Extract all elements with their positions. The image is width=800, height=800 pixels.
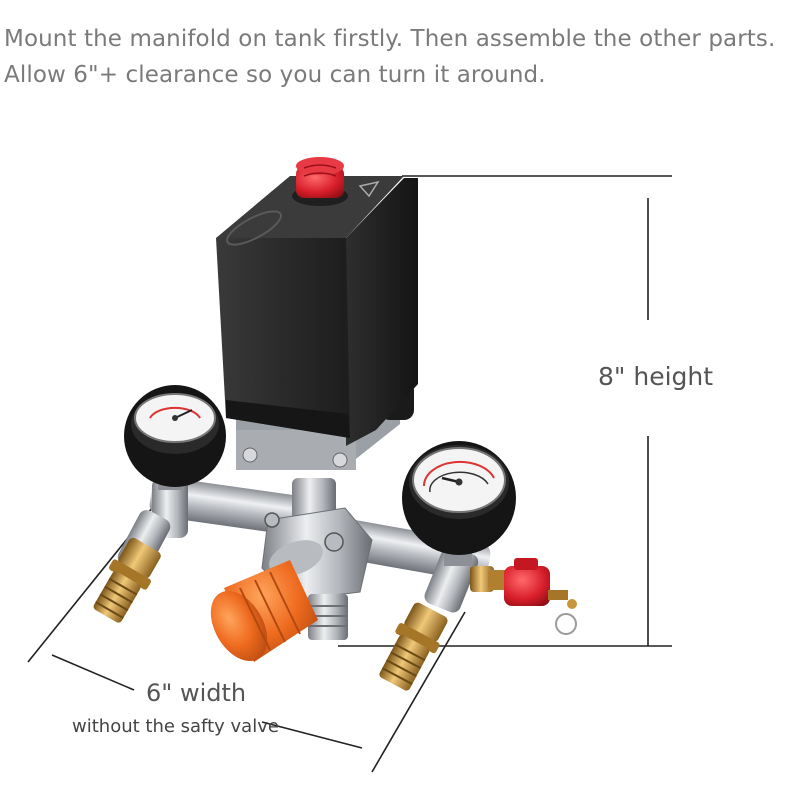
- width-dimension-note: without the safty valve: [72, 716, 279, 737]
- safety-valve: [470, 558, 577, 635]
- height-dimension-label: 8" height: [598, 362, 714, 391]
- width-dimension-label: 6" width: [146, 679, 247, 707]
- instruction-line-1: Mount the manifold on tank firstly. Then…: [4, 26, 776, 52]
- pressure-switch: [216, 157, 418, 470]
- right-pressure-gauge: [402, 441, 516, 566]
- regulator-knob: [210, 540, 323, 662]
- instruction-line-2: Allow 6"+ clearance so you can turn it a…: [4, 62, 546, 88]
- left-pressure-gauge: [124, 385, 226, 490]
